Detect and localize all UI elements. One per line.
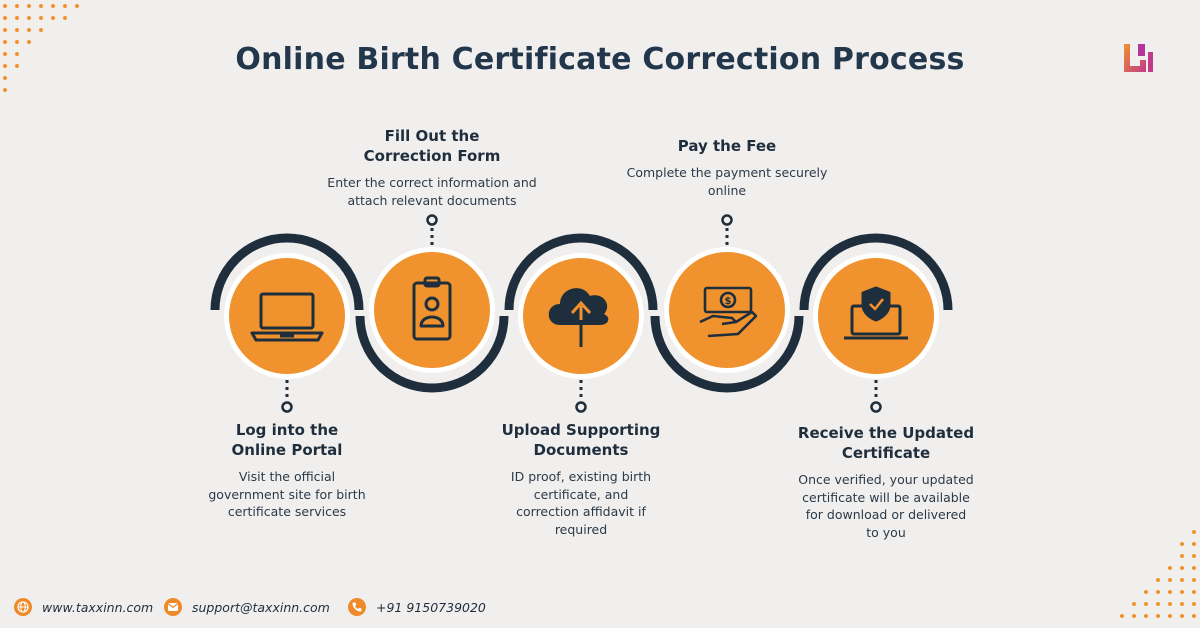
- step-1-node: [210, 233, 364, 379]
- step-4-title: Pay the Fee: [677, 137, 777, 155]
- step-1-title: Log into the Online Portal: [231, 421, 343, 459]
- cash-payment-icon: $: [699, 286, 758, 338]
- cloud-upload-icon: [548, 288, 609, 347]
- email-link[interactable]: support@taxxinn.com: [192, 599, 330, 615]
- footer-website[interactable]: www.taxxinn.com: [14, 598, 153, 616]
- phone-icon: [348, 598, 366, 616]
- footer-phone[interactable]: +91 9150739020: [348, 598, 486, 616]
- mail-icon: [164, 598, 182, 616]
- step-3-description: ID proof, existing birth certificate, an…: [510, 469, 652, 537]
- step-4-text: Pay the Fee Complete the payment securel…: [602, 136, 852, 199]
- step-1-description: Visit the official government site for b…: [208, 469, 366, 519]
- step-2-description: Enter the correct information and attach…: [327, 175, 537, 208]
- step-5-text: Receive the Updated Certificate Once ver…: [776, 423, 996, 541]
- svg-text:$: $: [725, 296, 732, 307]
- laptop-icon: [250, 292, 324, 342]
- footer-email[interactable]: support@taxxinn.com: [164, 598, 330, 616]
- connector-step-1: [281, 380, 293, 413]
- step-3-title: Upload Supporting Documents: [501, 421, 661, 459]
- step-2-title: Fill Out the Correction Form: [363, 127, 501, 165]
- connector-step-3: [575, 380, 587, 413]
- step-2-text: Fill Out the Correction Form Enter the c…: [302, 126, 562, 209]
- decorative-dots-bottom-right: [1120, 530, 1196, 618]
- globe-icon: [14, 598, 32, 616]
- step-3-text: Upload Supporting Documents ID proof, ex…: [481, 420, 681, 538]
- step-5-description: Once verified, your updated certificate …: [798, 472, 974, 540]
- verified-laptop-icon: [844, 286, 908, 340]
- step-5-title: Receive the Updated Certificate: [797, 424, 975, 462]
- step-4-node: [650, 247, 804, 393]
- brand-logo: [1124, 44, 1153, 72]
- phone-number[interactable]: +91 9150739020: [376, 599, 486, 615]
- step-4-description: Complete the payment securely online: [626, 165, 828, 198]
- page-title: Online Birth Certificate Correction Proc…: [235, 42, 965, 77]
- connector-step-2: [426, 214, 438, 248]
- website-link[interactable]: www.taxxinn.com: [42, 599, 154, 615]
- step-1-text: Log into the Online Portal Visit the off…: [187, 420, 387, 521]
- connector-step-4: [721, 214, 733, 248]
- connector-step-5: [870, 380, 882, 413]
- decorative-dots-top-left: [3, 4, 79, 92]
- id-badge-icon: [412, 276, 452, 341]
